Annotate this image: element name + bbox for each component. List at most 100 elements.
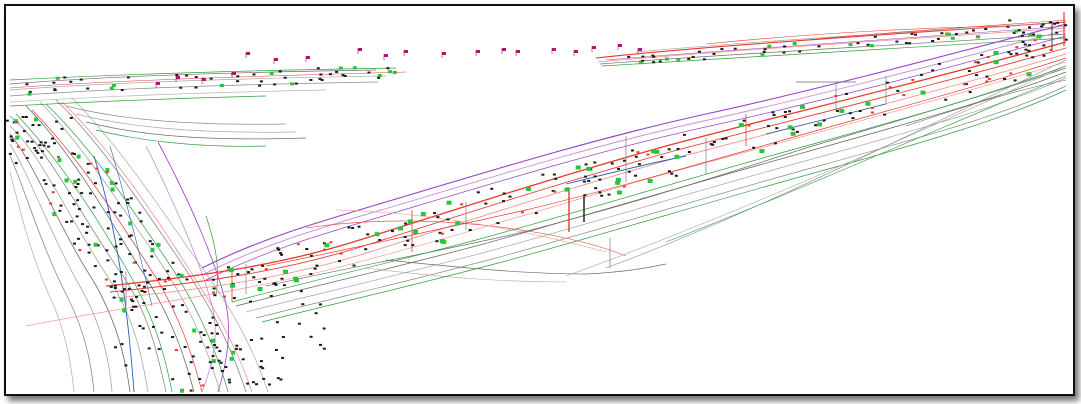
dark-marker (60, 127, 64, 130)
green-marker (228, 268, 234, 273)
dark-marker (658, 60, 662, 63)
dark-marker (259, 365, 263, 368)
red-marker (212, 291, 216, 294)
flag-marker (232, 72, 236, 75)
dark-marker (660, 156, 664, 159)
dark-marker (128, 253, 132, 256)
green-marker (865, 101, 871, 106)
red-marker (104, 278, 108, 281)
dark-marker (352, 264, 356, 267)
dark-marker (279, 252, 283, 255)
dark-marker (1023, 43, 1027, 46)
dark-marker (143, 269, 147, 272)
dark-marker (1055, 31, 1059, 34)
dark-marker (1025, 54, 1029, 57)
figure-frame (4, 4, 1075, 396)
dark-marker (37, 124, 41, 127)
red-marker (1033, 39, 1037, 42)
red-marker (174, 349, 178, 351)
dark-marker (277, 248, 281, 251)
dark-marker (724, 137, 728, 140)
green-marker (738, 123, 744, 127)
dark-marker (1031, 56, 1035, 59)
dark-marker (1040, 25, 1044, 28)
flag-marker (202, 78, 206, 81)
dark-marker (914, 33, 917, 36)
dark-marker (236, 273, 240, 276)
red-marker (1049, 49, 1053, 51)
dark-marker (53, 142, 56, 145)
dark-marker (213, 294, 217, 297)
green-marker (211, 359, 216, 364)
dark-marker (183, 346, 187, 348)
dark-marker (42, 144, 46, 147)
dark-marker (634, 174, 637, 177)
dark-marker (617, 167, 621, 170)
green-marker (294, 278, 299, 283)
dark-marker (132, 305, 136, 308)
dark-marker (687, 57, 691, 60)
dark-marker (490, 187, 494, 190)
dark-marker (1042, 54, 1046, 57)
dark-marker (150, 255, 154, 258)
dark-marker (154, 316, 158, 319)
dark-marker (587, 179, 591, 182)
flag-marker (156, 82, 160, 85)
dark-marker (281, 356, 285, 359)
dark-marker (215, 324, 218, 327)
dark-marker (347, 226, 351, 229)
dark-marker (721, 138, 725, 140)
dark-marker (129, 298, 133, 301)
green-marker (219, 84, 224, 87)
dark-marker (119, 214, 123, 217)
green-marker (976, 35, 981, 39)
dark-marker (968, 91, 972, 94)
dark-marker (552, 173, 556, 176)
dark-marker (697, 50, 701, 53)
dark-marker (1024, 48, 1028, 51)
dark-marker (783, 116, 787, 118)
red-marker (521, 211, 524, 214)
flag-marker (176, 76, 180, 79)
red-marker (636, 151, 640, 154)
red-marker (16, 145, 20, 148)
green-marker (647, 179, 653, 183)
green-marker (650, 149, 656, 154)
dark-marker (282, 284, 286, 287)
dark-marker (335, 70, 339, 73)
dark-marker (179, 86, 183, 89)
right-edge-road-lines (565, 59, 1067, 277)
dark-marker (39, 141, 43, 144)
dark-marker (73, 153, 76, 155)
dark-marker (70, 220, 73, 223)
red-marker (329, 241, 333, 244)
red-feature-markers (15, 39, 1053, 387)
green-marker (34, 117, 38, 122)
green-marker (790, 131, 796, 136)
dark-marker (319, 303, 322, 306)
dark-marker (52, 81, 56, 84)
dark-marker (76, 199, 80, 202)
dark-marker (712, 141, 716, 143)
dark-marker (52, 184, 56, 187)
green-marker (615, 177, 621, 182)
dark-marker (87, 243, 91, 246)
dark-marker (795, 130, 799, 133)
dark-marker (127, 235, 131, 238)
dark-marker (211, 355, 215, 357)
dark-marker (1056, 21, 1060, 24)
green-marker (848, 43, 853, 47)
dark-marker (667, 148, 671, 151)
dark-marker (261, 264, 265, 267)
red-marker (646, 153, 650, 156)
dark-marker (213, 344, 217, 346)
green-marker (283, 269, 288, 274)
dark-marker (702, 58, 706, 61)
dark-marker (607, 193, 611, 196)
dark-marker (198, 378, 202, 380)
dark-marker (106, 227, 110, 230)
dark-marker (130, 309, 134, 311)
dark-marker (139, 220, 143, 223)
green-marker (759, 149, 765, 154)
dark-marker (367, 71, 371, 74)
